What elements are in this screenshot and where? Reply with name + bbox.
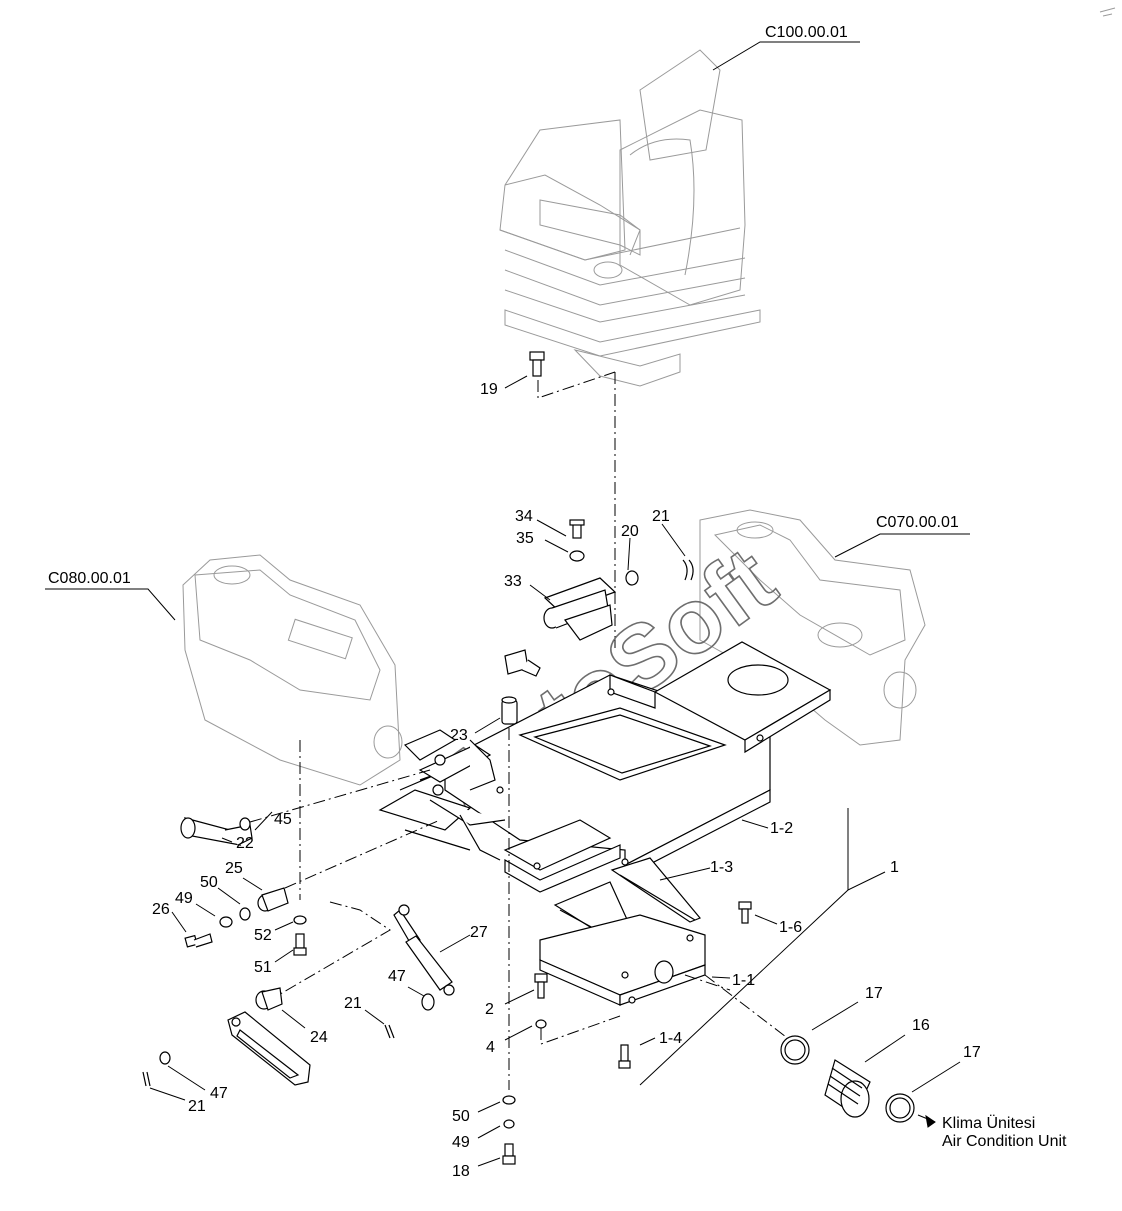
part-label-24: 24: [310, 1029, 328, 1046]
bushing-23: 23: [450, 696, 518, 744]
part-label-50a: 50: [200, 874, 218, 891]
part-label-21b: 21: [344, 995, 362, 1012]
bolt-1-6: 1-6: [738, 901, 802, 936]
bushing-25-set: 25 50 49 26: [152, 819, 441, 948]
part-label-2: 2: [485, 1001, 494, 1018]
part-label-1-3: 1-3: [710, 859, 733, 876]
seat-ref-label: C100.00.01: [765, 24, 848, 41]
seat-base-frame: 1-2: [378, 641, 832, 893]
part-label-26: 26: [152, 901, 170, 918]
adjustment-linkage: [403, 729, 506, 861]
hinge-assembly: 34 35 20 21 33: [504, 508, 694, 677]
part-label-49a: 49: [175, 890, 193, 907]
part-label-34: 34: [515, 508, 533, 525]
bottom-fasteners: 50 49 18: [452, 728, 516, 1180]
part-label-1-1: 1-1: [732, 972, 755, 989]
part-label-22: 22: [236, 835, 254, 852]
assembly-1-bracket: 1: [639, 808, 899, 1086]
part-label-25: 25: [225, 860, 243, 877]
left-console-ref-label: C080.00.01: [48, 570, 131, 587]
part-label-49b: 49: [452, 1134, 470, 1151]
part-label-19: 19: [480, 381, 498, 398]
part-label-17a: 17: [865, 985, 883, 1002]
destination-line-1: Klima Ünitesi: [942, 1114, 1035, 1132]
pin-22: 45 22: [180, 740, 431, 900]
part-label-47a: 47: [388, 968, 406, 985]
part-label-47b: 47: [210, 1085, 228, 1102]
part-label-1-6: 1-6: [779, 919, 802, 936]
air-hose: 17 16 17 Klima Ünitesi Air Condition Uni…: [704, 974, 1067, 1150]
part-label-20: 20: [621, 523, 639, 540]
part-label-1: 1: [890, 859, 899, 876]
part-label-16: 16: [912, 1017, 930, 1034]
part-label-27: 27: [470, 924, 488, 941]
lever-arm-24: 24: [227, 987, 328, 1086]
bolts-2-4-1-4: 2 4 1-4: [485, 973, 682, 1069]
part-label-4: 4: [486, 1039, 495, 1056]
part-label-21c: 21: [188, 1098, 206, 1115]
part-label-1-2: 1-2: [770, 820, 793, 837]
part-label-21a: 21: [652, 508, 670, 525]
part-label-45: 45: [274, 811, 292, 828]
destination-line-2: Air Condition Unit: [942, 1133, 1067, 1150]
corner-mark: [1099, 7, 1116, 17]
part-label-35: 35: [516, 530, 534, 547]
clip-21: 21: [344, 995, 395, 1039]
gas-spring-27: 27 47: [269, 901, 488, 1011]
part-label-52: 52: [254, 927, 272, 944]
left-console: C080.00.01: [45, 554, 403, 786]
part-label-33: 33: [504, 573, 522, 590]
part-label-18: 18: [452, 1163, 470, 1180]
seat-bolt-19: 19: [480, 351, 616, 652]
bolt-51-52: 52 51: [254, 915, 307, 976]
part-label-17b: 17: [963, 1044, 981, 1061]
duct-box: 1-1: [539, 914, 755, 1006]
part-label-1-4: 1-4: [659, 1030, 682, 1047]
clip-21-washer-47: 47 21: [142, 1051, 228, 1115]
part-label-51: 51: [254, 959, 272, 976]
part-label-50b: 50: [452, 1108, 470, 1125]
operator-seat: C100.00.01: [499, 24, 860, 387]
right-console-ref-label: C070.00.01: [876, 514, 959, 531]
